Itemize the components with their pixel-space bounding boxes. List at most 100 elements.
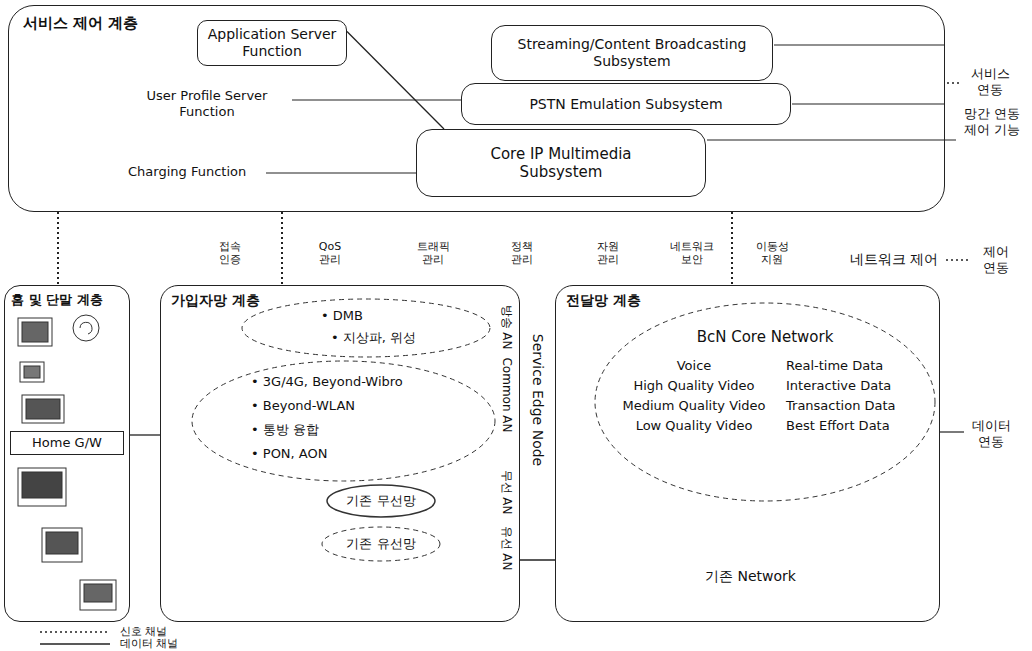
- subsystem-box: PSTN Emulation Subsystem: [461, 83, 791, 125]
- control-function: 정책 관리: [505, 240, 539, 266]
- node-text: Low Quality Video: [636, 418, 753, 434]
- layer-panel: 가입자망 계층 • DMB • 지상파, 위성 • 3G/4G, Beyond-Wib…: [160, 285, 520, 622]
- interworking-label: 데이터 연동: [968, 418, 1014, 449]
- node-text: Streaming/Content Broadcasting Subsystem: [500, 36, 764, 70]
- terminal-icon: [26, 399, 60, 419]
- interworking-label: 망간 연동 제어 기능: [960, 106, 1024, 137]
- node-text: High Quality Video: [633, 378, 754, 394]
- access-network-label: Common AN: [500, 357, 514, 432]
- subsystem-box: Streaming/Content Broadcasting Subsystem: [491, 25, 773, 81]
- terminal-icon: [18, 318, 52, 346]
- core-network-ellipse: BcN Core NetworkVoiceHigh Quality VideoM…: [594, 302, 936, 502]
- function-box: Application Server Function: [197, 20, 347, 66]
- node-text: Medium Quality Video: [622, 398, 765, 414]
- node-text: Home G/W: [32, 435, 102, 451]
- control-function: QoS 관리: [310, 240, 350, 266]
- node-text: 서비스 제어 계층: [23, 14, 138, 32]
- node-text: • 통방 융합: [251, 422, 319, 438]
- function-label: Charging Function: [128, 164, 246, 180]
- legend-text: 데이터 채널: [120, 638, 179, 650]
- terminal-icons: [18, 315, 116, 610]
- node-text: Application Server Function: [206, 26, 338, 60]
- control-function: 트래픽 관리: [413, 240, 453, 266]
- node-text: 가입자망 계층: [171, 292, 260, 309]
- terminal-icon: [22, 395, 64, 423]
- layer-panel: 서비스 제어 계층 Application Server Function Stre…: [8, 5, 945, 212]
- leader-lines: [266, 45, 964, 432]
- node-text: BcN Core Network: [697, 328, 834, 346]
- interworking-label: 서비스 연동: [965, 66, 1015, 97]
- node-text: PSTN Emulation Subsystem: [529, 96, 722, 113]
- data-channel-line: [130, 434, 160, 435]
- control-function: 자원 관리: [591, 240, 625, 266]
- signal-channel-line: [731, 212, 733, 285]
- node-text: 홈 및 단말 계층: [11, 292, 103, 308]
- access-ellipse: 기존 유선망: [321, 526, 441, 562]
- data-channel-line: [347, 32, 444, 130]
- leader-line: [792, 103, 945, 104]
- control-function: 네트워크 보안: [666, 240, 718, 266]
- terminal-icon: [80, 580, 116, 610]
- access-ellipse: • 3G/4G, Beyond-Wibro • Beyond-WLAN • 통방 융…: [191, 360, 496, 482]
- node-text: Interactive Data: [786, 378, 891, 394]
- network-label: 기존 Network: [705, 568, 796, 585]
- ellipse-outline: [241, 298, 491, 358]
- function-label: User Profile Server Function: [128, 88, 286, 119]
- signal-channel-line: [281, 212, 283, 285]
- leader-line: [266, 172, 417, 173]
- layer-panel: 홈 및 단말 계층 Home G/W: [4, 285, 130, 622]
- ellipse-outline: [322, 527, 440, 561]
- terminal-icon: [22, 322, 48, 342]
- node-text: • PON, AON: [251, 446, 327, 462]
- subsystem-box: Core IP Multimedia Subsystem: [416, 129, 706, 197]
- network-control-label: 네트워크 제어: [850, 251, 938, 268]
- terminal-icon: [73, 315, 99, 341]
- control-function: 접속 인증: [213, 240, 247, 266]
- terminal-icon: [84, 584, 112, 602]
- node-text: • 지상파, 위성: [331, 330, 416, 346]
- leader-line: [707, 139, 956, 140]
- signal-channel-line: [57, 212, 59, 285]
- legend-line-sample: [40, 627, 110, 637]
- node-text: 기존 무선망: [346, 493, 415, 509]
- node-text: • DMB: [321, 308, 363, 324]
- interworking-label: 제어 연동: [975, 244, 1017, 275]
- node-text: Core IP Multimedia Subsystem: [461, 145, 661, 181]
- node-text: 기존 유선망: [346, 536, 415, 552]
- terminal-icon: [18, 468, 66, 506]
- access-ellipse: • DMB • 지상파, 위성: [241, 298, 491, 358]
- node-text: Real-time Data: [786, 358, 883, 374]
- node-text: • Beyond-WLAN: [251, 398, 355, 414]
- terminal-icon: [24, 366, 40, 378]
- node-text: Voice: [677, 358, 712, 374]
- leader-line: [940, 431, 964, 432]
- ellipse-outline: [242, 299, 490, 357]
- node-text: Best Effort Data: [786, 418, 890, 434]
- access-network-label: 유선 AN: [500, 526, 514, 571]
- terminal-icon: [80, 322, 92, 334]
- node-text: • 3G/4G, Beyond-Wibro: [251, 374, 403, 390]
- dotted-line: [947, 82, 962, 84]
- leader-line: [292, 99, 462, 100]
- gateway-band: Home G/W: [10, 431, 124, 455]
- access-network-label: 무선 AN: [500, 470, 514, 515]
- terminal-icon: [20, 362, 44, 382]
- node-text: 전달망 계층: [566, 292, 641, 309]
- dotted-line: [946, 259, 970, 261]
- node-text: Transaction Data: [786, 398, 896, 414]
- legend-line-sample: [40, 643, 110, 645]
- terminal-icon: [42, 528, 82, 562]
- terminal-icon: [22, 472, 62, 498]
- data-channel-line: [520, 559, 555, 560]
- terminal-icon: [46, 532, 78, 554]
- legend-line-sample: [40, 631, 110, 633]
- ellipse-outline: [192, 361, 495, 481]
- ellipse-outline: [595, 303, 935, 501]
- leader-line: [774, 44, 945, 45]
- legend-row: 데이터 채널: [40, 638, 179, 650]
- legend-text: 신호 채널: [120, 626, 168, 638]
- legend-row: 신호 채널: [40, 626, 168, 638]
- legend-line-sample: [40, 639, 110, 649]
- control-function: 이동성 지원: [751, 240, 793, 266]
